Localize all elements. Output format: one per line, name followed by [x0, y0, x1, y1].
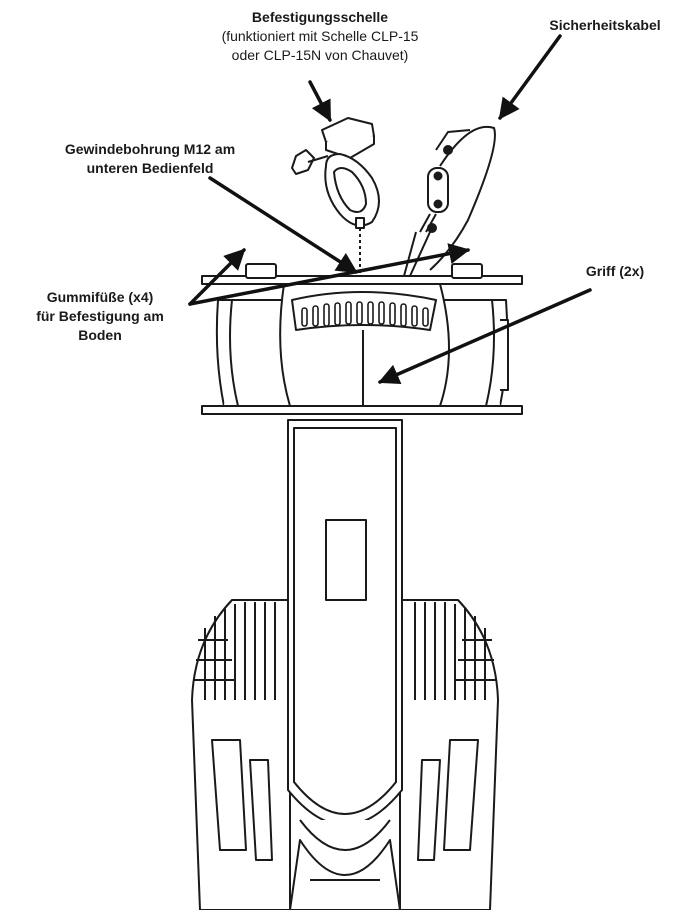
label-thread-hole: Gewindebohrung M12 am unteren Bedienfeld — [0, 140, 300, 178]
head-housing-left — [191, 599, 291, 911]
thread-line-2: unteren Bedienfeld — [86, 160, 214, 176]
label-handle: Griff (2x) — [560, 262, 670, 281]
head-center — [289, 839, 401, 911]
label-rubber-feet: Gummifüße (x4) für Befestigung am Boden — [0, 288, 200, 345]
mounting-clamp — [291, 117, 380, 229]
arrow-foot-right — [188, 243, 471, 306]
base-unit — [201, 263, 523, 415]
label-safety-cable: Sicherheitskabel — [520, 16, 690, 35]
clamp-line-1: (funktioniert mit Schelle CLP-15 — [221, 28, 419, 44]
feet-line-1: Gummifüße (x4) — [46, 289, 154, 305]
arrow-thread — [208, 176, 358, 274]
label-mounting-clamp: Befestigungsschelle (funktioniert mit Sc… — [170, 8, 470, 65]
arrow-safety-cable — [498, 34, 562, 120]
arrow-foot-left — [188, 248, 246, 306]
arrow-handle — [378, 288, 592, 385]
feet-line-2: für Befestigung am — [36, 308, 164, 324]
head-housing-right — [399, 599, 499, 911]
rubber-foot — [451, 263, 483, 279]
handle-text: Griff (2x) — [585, 263, 645, 279]
rubber-foot — [245, 263, 277, 279]
clamp-line-2: oder CLP-15N von Chauvet) — [231, 47, 409, 63]
feet-line-3: Boden — [78, 327, 122, 343]
clamp-title: Befestigungsschelle — [251, 9, 389, 25]
safety-cable — [403, 125, 496, 277]
arrow-clamp — [308, 80, 332, 122]
safety-cable-text: Sicherheitskabel — [549, 17, 661, 33]
thread-line-1: Gewindebohrung M12 am — [64, 141, 236, 157]
yoke-arm — [287, 419, 403, 851]
grille-slots — [301, 301, 429, 327]
